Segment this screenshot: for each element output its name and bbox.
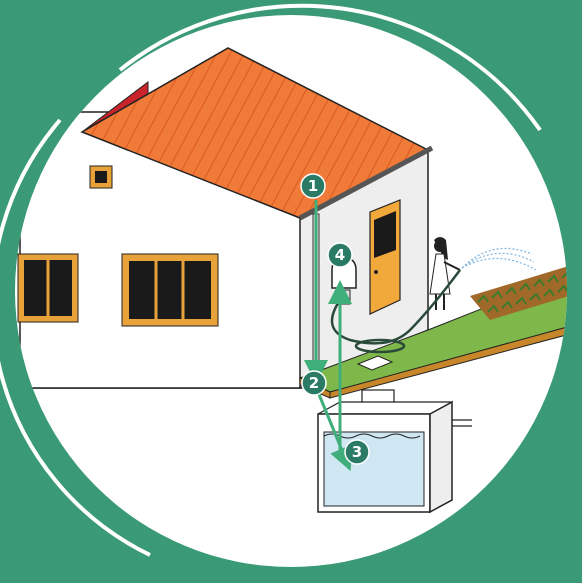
step-badge-4-label: 4 [335, 246, 345, 264]
step-badge-1-label: 1 [308, 177, 318, 195]
step-badge-3: 3 [345, 440, 369, 464]
step-badge-3-label: 3 [352, 443, 362, 461]
window-right-glass [129, 261, 211, 319]
step-badge-4: 4 [328, 243, 352, 267]
step-badge-2-label: 2 [309, 374, 319, 392]
door-knob [374, 270, 378, 274]
step-badge-1: 1 [301, 174, 325, 198]
step-badge-2: 2 [302, 371, 326, 395]
small-window-glass [95, 171, 107, 183]
